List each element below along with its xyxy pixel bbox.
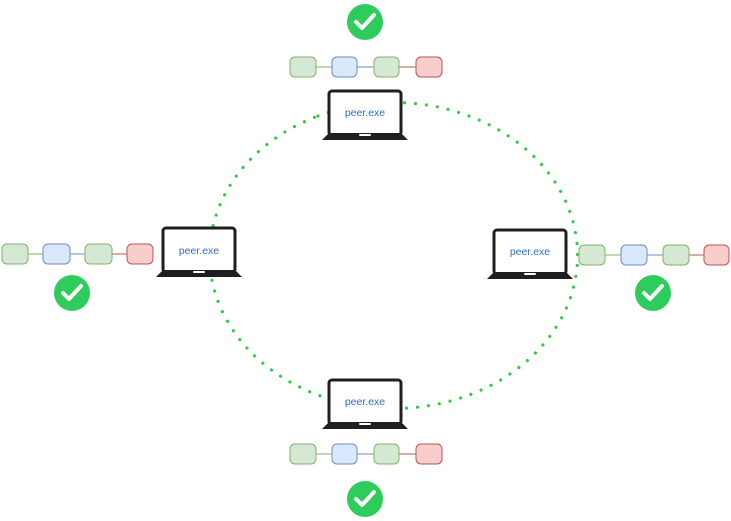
block <box>42 243 71 265</box>
blockchain-ledger <box>578 244 730 266</box>
block <box>373 443 400 465</box>
blockchain-ledger <box>289 56 443 78</box>
peer-right: peer.exe <box>487 228 730 311</box>
block <box>84 243 113 265</box>
block <box>415 56 443 78</box>
block <box>415 443 443 465</box>
peer-bottom: peer.exe <box>289 378 443 517</box>
block <box>1 243 29 265</box>
peer-left: peer.exe <box>1 226 242 311</box>
peer-label: peer.exe <box>510 246 550 258</box>
check-circle-icon <box>347 481 383 517</box>
block <box>331 443 358 465</box>
peer-label: peer.exe <box>345 107 385 119</box>
block <box>373 56 400 78</box>
block <box>126 243 154 265</box>
block <box>331 56 358 78</box>
blockchain-ledger <box>289 443 443 465</box>
peer-label: peer.exe <box>345 396 385 408</box>
block <box>620 244 648 266</box>
peer-label: peer.exe <box>179 245 219 257</box>
laptop-icon: peer.exe <box>156 226 242 277</box>
peer-top: peer.exe <box>289 4 443 140</box>
block <box>289 56 317 78</box>
check-circle-icon <box>635 275 671 311</box>
laptop-icon: peer.exe <box>487 228 573 279</box>
block <box>662 244 690 266</box>
block <box>289 443 317 465</box>
check-circle-icon <box>347 4 383 40</box>
laptop-icon: peer.exe <box>322 89 408 140</box>
blockchain-ledger <box>1 243 154 265</box>
block <box>703 244 730 266</box>
check-circle-icon <box>54 275 90 311</box>
block <box>578 244 606 266</box>
laptop-icon: peer.exe <box>322 378 408 429</box>
